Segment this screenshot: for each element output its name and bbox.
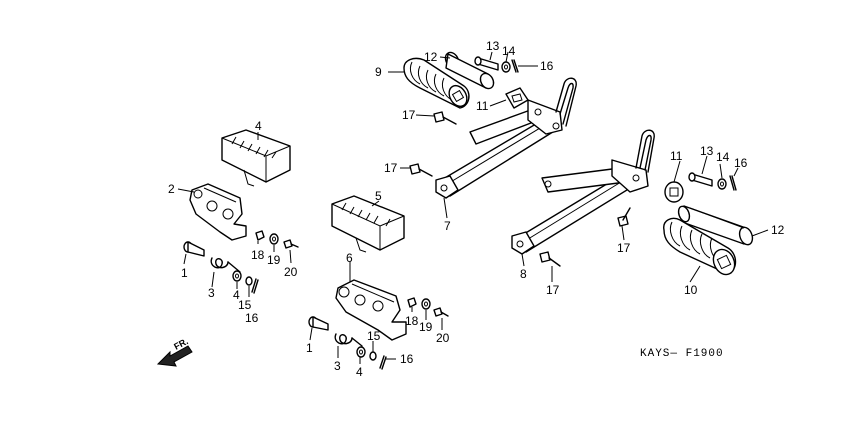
washer-19-center <box>421 298 431 310</box>
cotter-16-upper <box>511 59 519 73</box>
callout-6-left: 4 <box>255 119 262 133</box>
callout-1-center: 1 <box>306 341 313 355</box>
washer-19-left <box>269 233 279 245</box>
step-bar-upper <box>435 77 577 199</box>
callout-19-center: 19 <box>419 320 433 334</box>
washer-center <box>356 346 366 358</box>
bolt-13-lower <box>688 172 713 187</box>
spring-center <box>334 333 363 347</box>
bolt-20-center <box>433 307 449 317</box>
callout-16-lower: 16 <box>734 156 748 170</box>
callout-5: 6 <box>346 251 353 265</box>
callout-1-left: 1 <box>181 266 188 280</box>
callout-8: 8 <box>520 267 527 281</box>
footpeg-bracket-left <box>189 183 247 241</box>
callout-9: 9 <box>375 65 382 79</box>
callout-18-left: 18 <box>251 248 265 262</box>
callout-15-center: 15 <box>367 329 381 343</box>
washer-left <box>232 270 242 282</box>
callout-labels: 4 2 1 3 4 15 16 18 19 20 5 6 1 3 4 15 16… <box>168 39 785 379</box>
leader-lines <box>177 51 769 364</box>
footpeg-rubber-left <box>221 129 291 187</box>
bolt-13-upper <box>474 56 499 71</box>
callout-16-upper: 16 <box>540 59 554 73</box>
footpeg-rubber-center <box>331 195 405 253</box>
collar-11-lower <box>664 181 684 203</box>
pin-center <box>308 316 329 331</box>
grip-rubber-upper <box>403 57 470 109</box>
washer-14-upper <box>501 61 511 73</box>
bolt-17-lower-a <box>617 207 631 227</box>
callout-2: 2 <box>168 182 175 196</box>
callout-13-upper: 13 <box>486 39 500 53</box>
callout-12-upper: 12 <box>424 50 438 64</box>
callout-20-center: 20 <box>436 331 450 345</box>
grip-holder-upper <box>444 51 495 90</box>
callout-17-lower-b: 17 <box>546 283 560 297</box>
bolt-17-upper-a <box>433 111 457 125</box>
callout-17-upper-a: 17 <box>402 108 416 122</box>
cotter-pin-center <box>369 351 387 370</box>
step-bar-lower <box>511 129 655 255</box>
callout-17-upper-b: 17 <box>384 161 398 175</box>
pin-left <box>183 241 205 257</box>
callout-7: 7 <box>444 219 451 233</box>
callout-20-left: 20 <box>284 265 298 279</box>
cotter-16-lower <box>729 175 737 191</box>
callout-16-left: 16 <box>245 311 259 325</box>
collar-11-upper <box>505 87 529 109</box>
callout-6-center: 5 <box>375 189 382 203</box>
washer-14-lower <box>717 178 727 190</box>
nut-center <box>407 297 417 308</box>
callout-3-center: 3 <box>334 359 341 373</box>
callout-19-left: 19 <box>267 253 281 267</box>
callout-14-lower: 14 <box>716 150 730 164</box>
callout-11-upper: 11 <box>476 99 489 113</box>
callout-3-left: 3 <box>208 286 215 300</box>
grip-rubber-lower <box>663 217 737 276</box>
callout-10: 10 <box>684 283 698 297</box>
callout-12-lower: 12 <box>771 223 785 237</box>
bolt-17-upper-b <box>409 163 433 177</box>
cotter-pin-left <box>245 276 259 294</box>
front-direction-arrow-icon: FR. <box>156 336 193 367</box>
spring-left <box>210 257 241 273</box>
callout-16-center: 16 <box>400 352 414 366</box>
callout-13-lower: 13 <box>700 144 714 158</box>
diagram-code: KAYS— F1900 <box>640 348 724 360</box>
footpeg-bracket-center <box>335 279 407 341</box>
grip-holder-lower <box>677 205 754 246</box>
bolt-20-left <box>283 239 299 249</box>
callout-14-upper: 14 <box>502 44 516 58</box>
nut-left <box>255 230 265 241</box>
callout-17-lower-a: 17 <box>617 241 631 255</box>
bolt-17-lower-b <box>539 251 561 267</box>
callout-4-center: 4 <box>356 365 363 379</box>
callout-18-center: 18 <box>405 314 419 328</box>
callout-11-lower: 11 <box>670 149 683 163</box>
callout-4-left: 4 <box>233 288 240 302</box>
callout-15-left: 15 <box>238 298 252 312</box>
